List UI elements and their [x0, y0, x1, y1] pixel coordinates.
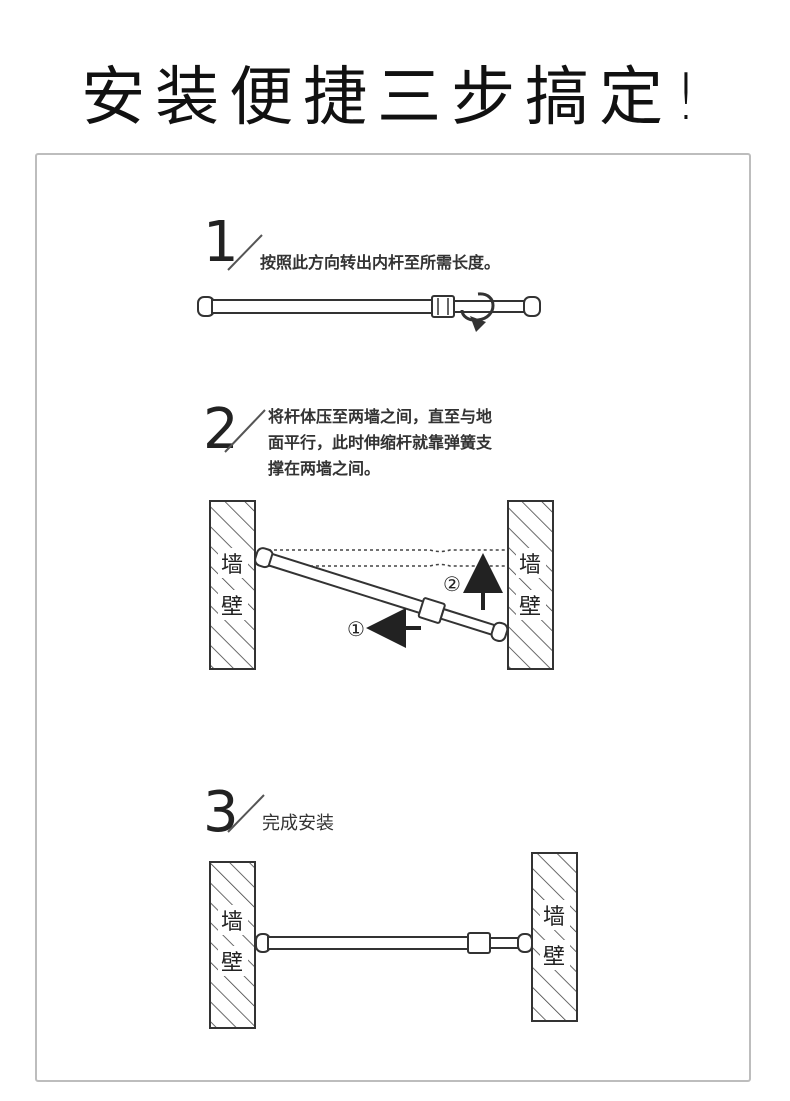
step-2-target-outline: [262, 549, 508, 567]
step-1-rod: [197, 292, 541, 332]
wall-label-char: 墙: [519, 553, 541, 578]
step-2-number: 2: [203, 397, 239, 462]
page-title: 安装便捷三步搞定!: [81, 61, 709, 135]
step-2-angled-rod: [254, 547, 509, 643]
step-3-right-wall: [531, 852, 578, 1022]
wall-label-char: 墙: [221, 910, 243, 935]
step-2-line-3: 撑在两墙之间。: [268, 459, 381, 478]
wall-label-char: 壁: [519, 595, 541, 620]
step-2-right-wall: [507, 500, 554, 670]
instruction-frame: [35, 153, 751, 1082]
step-2-left-wall: [209, 500, 256, 670]
step-3-rod: [255, 932, 533, 954]
step-3-left-wall: [209, 861, 256, 1029]
step-1-text: 按照此方向转出内杆至所需长度。: [260, 253, 501, 272]
rotate-arrow-icon: [470, 316, 486, 332]
step-2-line-2: 面平行，此时伸缩杆就靠弹簧支: [268, 433, 493, 452]
step-3-number: 3: [203, 780, 239, 845]
wall-label-char: 墙: [221, 553, 243, 578]
step-1-number: 1: [203, 210, 239, 275]
marker-one: ①: [347, 617, 365, 641]
step-3-text: 完成安装: [262, 813, 334, 834]
step-2-text: 将杆体压至两墙之间，直至与地 面平行，此时伸缩杆就靠弹簧支 撑在两墙之间。: [268, 404, 492, 482]
step-1-slash: [227, 234, 263, 271]
wall-label-char: 壁: [221, 595, 243, 620]
marker-two: ②: [443, 572, 461, 596]
wall-label-char: 墙: [543, 905, 565, 930]
wall-label-char: 壁: [543, 945, 565, 970]
step-3-slash: [227, 794, 265, 833]
step-2-slash: [224, 409, 266, 453]
step-2-line-1: 将杆体压至两墙之间，直至与地: [268, 407, 493, 426]
wall-label-char: 壁: [221, 951, 243, 976]
